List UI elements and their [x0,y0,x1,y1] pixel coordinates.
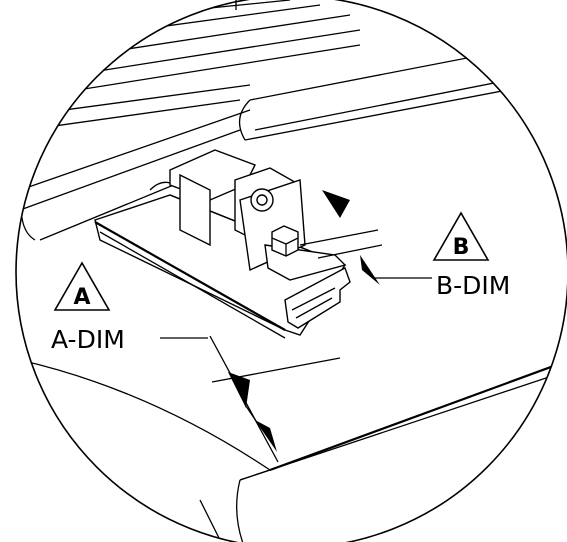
b-dim-label: B-DIM [436,271,510,300]
a-marker-label: A [73,285,90,310]
lower-panel [19,358,567,542]
b-marker-label: B [453,235,470,260]
rail [94,194,351,339]
clamp-bracket [149,149,347,281]
b-marker: B [432,211,490,261]
a-marker: A [53,261,111,311]
detail-circle [15,0,567,542]
b-dim-dimension [299,190,432,285]
a-dim-dimension [209,335,341,463]
a-dim-label: A-DIM [51,325,125,354]
